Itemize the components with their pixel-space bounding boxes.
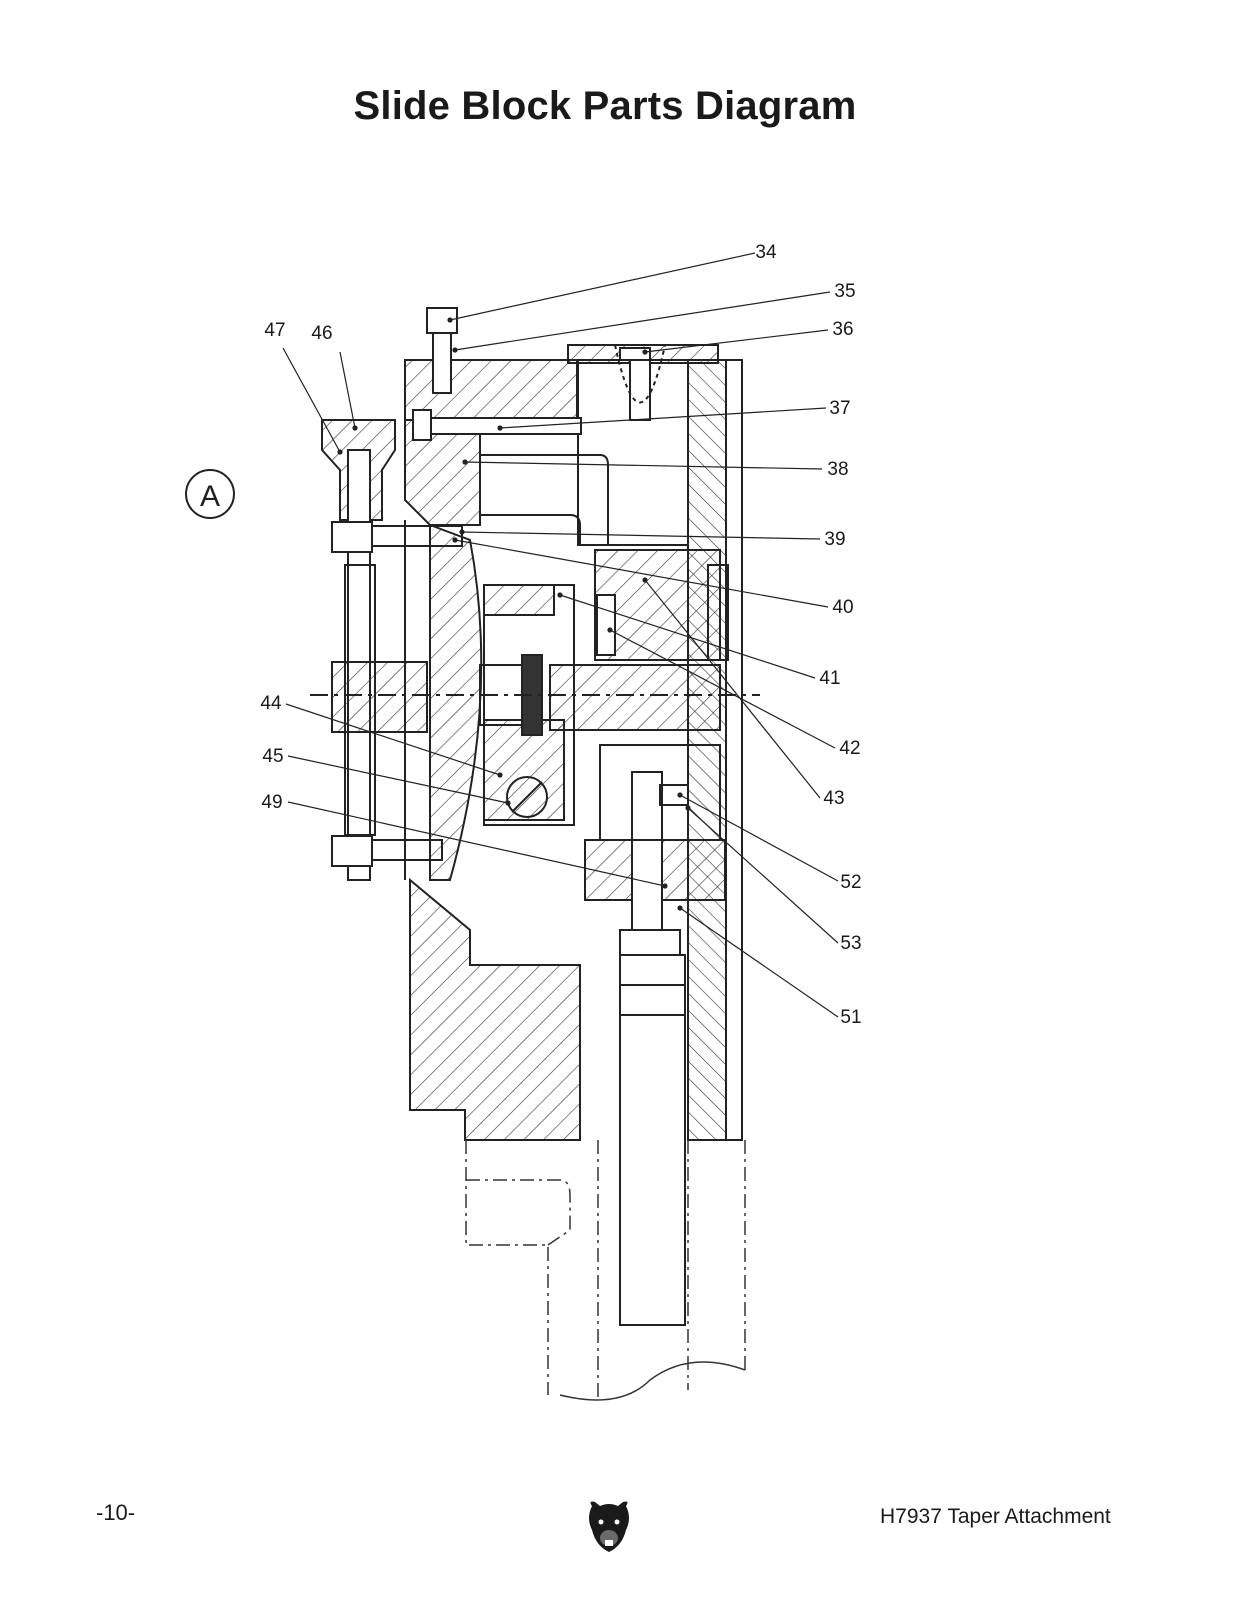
leader-line-46 bbox=[339, 351, 356, 429]
leader-line-51 bbox=[679, 907, 839, 1018]
leader-dot-35 bbox=[452, 347, 458, 353]
callout-label-53: 53 bbox=[840, 933, 861, 954]
leader-dot-53 bbox=[685, 805, 691, 811]
callout-label-39: 39 bbox=[824, 529, 845, 550]
leader-dot-38 bbox=[462, 459, 468, 465]
leader-line-43 bbox=[644, 579, 821, 799]
leader-dot-36 bbox=[642, 349, 648, 355]
callout-label-40: 40 bbox=[832, 597, 853, 618]
page-title: Slide Block Parts Diagram bbox=[353, 84, 857, 128]
leader-line-40 bbox=[454, 539, 829, 608]
leader-dot-47 bbox=[337, 449, 343, 455]
callout-label-38: 38 bbox=[827, 459, 848, 480]
leader-dot-42 bbox=[607, 627, 613, 633]
leader-line-47 bbox=[282, 347, 341, 453]
main-body bbox=[404, 344, 743, 1141]
leader-dot-40 bbox=[452, 537, 458, 543]
handle-assembly bbox=[321, 419, 463, 881]
leader-line-53 bbox=[687, 807, 839, 944]
leader-dot-41 bbox=[557, 592, 563, 598]
leader-line-38 bbox=[464, 461, 823, 470]
callout-label-47: 47 bbox=[264, 320, 285, 341]
leader-lines bbox=[282, 252, 839, 1018]
callout-label-43: 43 bbox=[823, 788, 844, 809]
leader-line-35 bbox=[454, 291, 831, 351]
view-label-a: A bbox=[185, 469, 235, 519]
svg-text:A: A bbox=[200, 480, 220, 513]
callout-label-37: 37 bbox=[829, 398, 850, 419]
callout-label-44: 44 bbox=[260, 693, 282, 714]
leader-dot-34 bbox=[447, 317, 453, 323]
bear-head-icon bbox=[589, 1501, 629, 1552]
callout-label-35: 35 bbox=[834, 281, 855, 302]
leader-line-45 bbox=[287, 755, 509, 804]
callout-label-51: 51 bbox=[840, 1007, 861, 1028]
callout-label-42: 42 bbox=[839, 738, 860, 759]
leader-line-42 bbox=[609, 629, 836, 749]
leader-line-34 bbox=[449, 252, 756, 321]
page-number: -10- bbox=[96, 1500, 136, 1525]
top-screws bbox=[412, 307, 666, 441]
callout-label-34: 34 bbox=[755, 242, 777, 263]
phantom-outline bbox=[465, 1140, 746, 1401]
callout-label-52: 52 bbox=[840, 872, 861, 893]
leader-line-37 bbox=[499, 407, 827, 429]
callout-label-46: 46 bbox=[311, 323, 332, 344]
leader-line-41 bbox=[559, 594, 816, 679]
leader-line-44 bbox=[285, 703, 501, 776]
leader-line-36 bbox=[644, 329, 829, 353]
leader-dot-39 bbox=[459, 529, 465, 535]
leader-dot-49 bbox=[662, 883, 668, 889]
leader-dot-45 bbox=[505, 800, 511, 806]
callout-label-49: 49 bbox=[261, 792, 282, 813]
callout-labels: 34 35 36 37 38 39 40 41 42 43 44 45 46 47 49 51 52 53 bbox=[260, 242, 861, 1028]
leader-dot-52 bbox=[677, 792, 683, 798]
leader-dot-43 bbox=[642, 577, 648, 583]
footer-title: H7937 Taper Attachment bbox=[880, 1505, 1111, 1528]
callout-label-36: 36 bbox=[832, 319, 853, 340]
callout-label-41: 41 bbox=[819, 668, 840, 689]
leader-line-49 bbox=[287, 801, 666, 887]
leader-dot-46 bbox=[352, 425, 358, 431]
leader-dot-51 bbox=[677, 905, 683, 911]
leader-line-39 bbox=[461, 531, 821, 540]
leader-dot-44 bbox=[497, 772, 503, 778]
leader-line-52 bbox=[679, 794, 839, 882]
callout-label-45: 45 bbox=[262, 746, 283, 767]
leader-dot-37 bbox=[497, 425, 503, 431]
